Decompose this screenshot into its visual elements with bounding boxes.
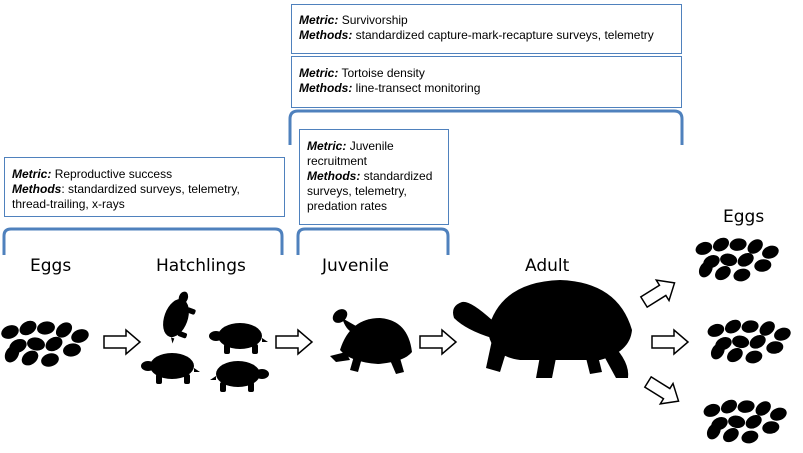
stage-label-eggs: Eggs bbox=[30, 256, 72, 276]
reproductive-methods-line: Methods: standardized surveys, telemetry… bbox=[12, 182, 277, 212]
methods-label: Methods: bbox=[307, 169, 361, 183]
reproductive-box: Metric: Reproductive success Methods: st… bbox=[4, 157, 285, 217]
density-metric: Tortoise density bbox=[341, 66, 425, 80]
survivorship-methods-line: Methods: standardized capture-mark-recap… bbox=[299, 28, 674, 43]
egg-cluster-right-top bbox=[694, 235, 781, 283]
arrow-eggs-to-hatchlings bbox=[103, 329, 141, 355]
survivorship-methods: standardized capture-mark-recapture surv… bbox=[355, 28, 654, 42]
stage-label-eggs-right: Eggs bbox=[723, 207, 765, 227]
hatchling-tortoise-4 bbox=[210, 361, 269, 392]
arrow-adult-to-eggs-bottom bbox=[640, 371, 686, 413]
methods-label: Methods bbox=[12, 182, 62, 196]
arrow-hatchlings-to-juvenile bbox=[275, 329, 313, 355]
hatchling-tortoise-1 bbox=[156, 287, 201, 348]
survivorship-metric-line: Metric: Survivorship bbox=[299, 13, 674, 28]
reproductive-metric: Reproductive success bbox=[54, 167, 173, 181]
metric-label: Metric: bbox=[12, 167, 52, 181]
bracket-reproductive bbox=[2, 227, 284, 255]
density-methods: line-transect monitoring bbox=[355, 81, 481, 95]
hatchling-tortoise-3 bbox=[141, 353, 200, 384]
juvenile-metric: Juvenile recruitment bbox=[307, 139, 394, 168]
survivorship-box: Metric: Survivorship Methods: standardiz… bbox=[291, 4, 682, 54]
survivorship-metric: Survivorship bbox=[341, 13, 408, 27]
density-metric-line: Metric: Tortoise density bbox=[299, 66, 674, 81]
metric-label: Metric: bbox=[299, 13, 339, 27]
arrow-adult-to-eggs-middle bbox=[651, 329, 689, 355]
stage-label-hatchlings: Hatchlings bbox=[156, 256, 246, 276]
arrow-juvenile-to-adult bbox=[419, 329, 457, 355]
juvenile-methods: standardized surveys, telemetry, predati… bbox=[307, 169, 433, 213]
arrow-adult-to-eggs-top bbox=[636, 271, 682, 313]
hatchling-tortoise-2 bbox=[209, 323, 268, 354]
stage-label-adult: Adult bbox=[525, 256, 570, 276]
juvenile-tortoise bbox=[330, 309, 412, 374]
density-box: Metric: Tortoise density Methods: line-t… bbox=[291, 56, 682, 108]
density-methods-line: Methods: line-transect monitoring bbox=[299, 81, 674, 96]
egg-cluster-left bbox=[0, 318, 91, 369]
adult-tortoise bbox=[453, 280, 632, 378]
juvenile-metric-line: Metric: Juvenile recruitment bbox=[307, 139, 441, 169]
stage-label-juvenile: Juvenile bbox=[322, 256, 389, 276]
reproductive-metric-line: Metric: Reproductive success bbox=[12, 167, 277, 182]
metric-label: Metric: bbox=[307, 139, 347, 153]
methods-label: Methods: bbox=[299, 28, 353, 42]
egg-cluster-right-bottom bbox=[702, 397, 789, 445]
methods-label: Methods: bbox=[299, 81, 353, 95]
egg-cluster-right-middle bbox=[706, 317, 793, 365]
bracket-top bbox=[288, 109, 684, 145]
juvenile-box: Metric: Juvenile recruitment Methods: st… bbox=[299, 129, 449, 225]
metric-label: Metric: bbox=[299, 66, 339, 80]
juvenile-methods-line: Methods: standardized surveys, telemetry… bbox=[307, 169, 441, 214]
reproductive-methods: : standardized surveys, telemetry, threa… bbox=[12, 182, 240, 211]
bracket-juvenile bbox=[296, 227, 450, 255]
